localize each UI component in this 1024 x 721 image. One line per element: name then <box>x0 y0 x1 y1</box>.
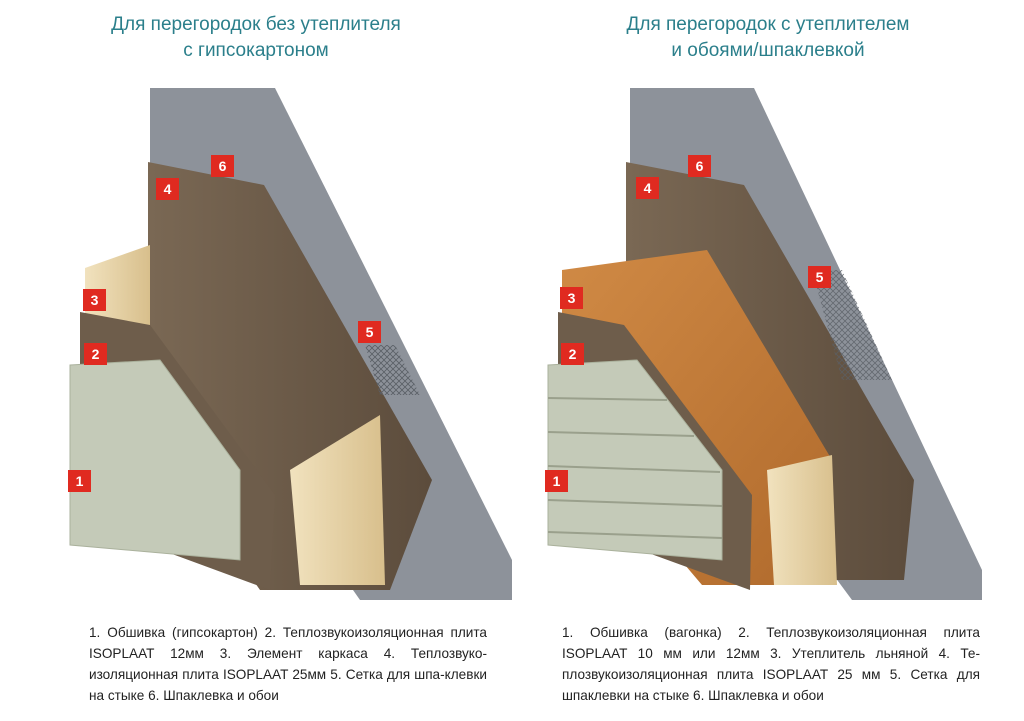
title-line-2: и обоями/шпаклевкой <box>671 40 865 61</box>
badge-1: 1 <box>545 470 568 492</box>
badge-2: 2 <box>84 343 107 365</box>
badge-5: 5 <box>808 266 831 288</box>
wall-layers-illustration <box>69 88 512 600</box>
badge-3: 3 <box>83 289 106 311</box>
sheathing-drywall <box>69 359 241 561</box>
joint-mesh <box>812 270 892 380</box>
legend-caption: 1. Обшивка (вагонка) 2. Теплозвукоизоляц… <box>562 625 980 703</box>
badge-3: 3 <box>560 287 583 309</box>
title-line-2: с гипсокартоном <box>183 40 329 61</box>
badge-5: 5 <box>358 321 381 343</box>
badge-4: 4 <box>156 178 179 200</box>
panel-with-insulation: Для перегородок с утеплителем и обоями/ш… <box>512 0 1024 721</box>
badge-1: 1 <box>68 470 91 492</box>
panel-title: Для перегородок с утеплителем и обоями/ш… <box>512 12 1024 64</box>
frame-stud <box>290 415 385 585</box>
badge-6: 6 <box>211 155 234 177</box>
badge-2: 2 <box>561 343 584 365</box>
panel-title: Для перегородок без утеплителя с гипсока… <box>0 12 512 64</box>
badge-4: 4 <box>636 177 659 199</box>
panel-without-insulation: Для перегородок без утеплителя с гипсока… <box>0 12 512 703</box>
title-line-1: Для перегородок с утеплителем <box>626 14 910 35</box>
frame-stud <box>767 455 837 585</box>
title-line-1: Для перегородок без утеплителя <box>111 14 401 35</box>
wall-layers-illustration <box>547 88 982 600</box>
joint-mesh <box>365 345 420 395</box>
sheathing-clapboard <box>547 359 723 561</box>
badge-6: 6 <box>688 155 711 177</box>
legend-caption: 1. Обшивка (гипсокартон) 2. Теплозвукоиз… <box>89 625 487 703</box>
